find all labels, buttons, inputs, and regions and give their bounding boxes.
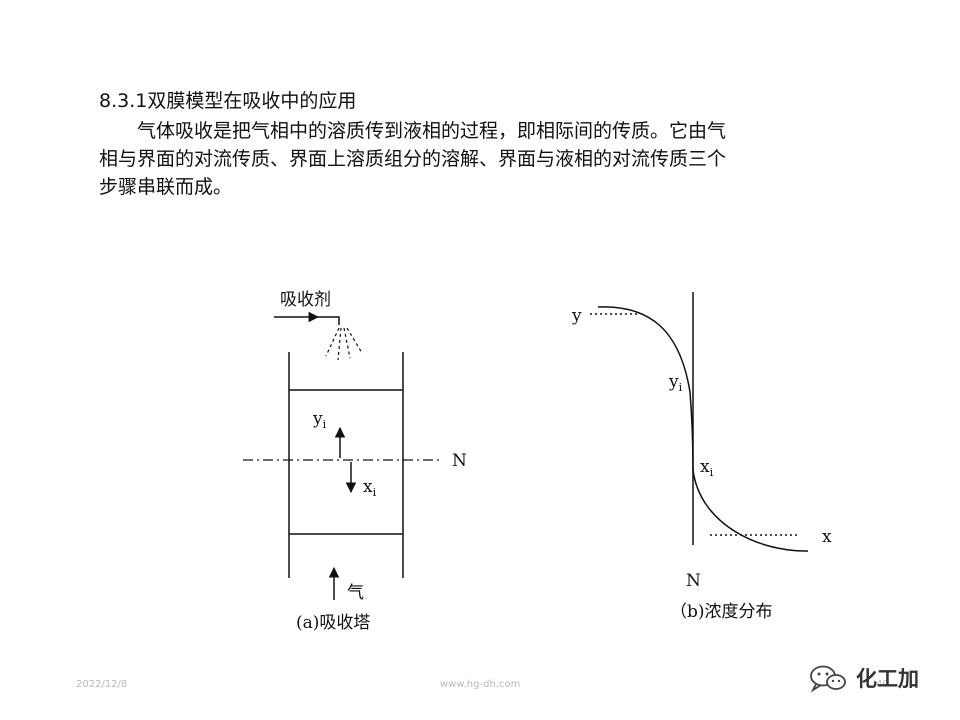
watermark-text: 化工加 [856, 667, 919, 691]
watermark: 化工加 [808, 662, 919, 694]
paragraph-line-1: 气体吸收是把气相中的溶质传到液相的过程，即相际间的传质。它由气 [137, 120, 727, 142]
profile-xi-label: xi [700, 457, 714, 479]
profile-x-label: x [822, 527, 832, 547]
spray-icon [325, 327, 363, 361]
profile-yi-label: yi [668, 372, 683, 394]
footer-page-number: 40 [876, 679, 889, 690]
profile-y-label: y [571, 306, 582, 326]
tower-xi-label: xi [363, 477, 377, 499]
concentration-profile: y yi xi x N （b)浓度分布 [571, 292, 832, 622]
absorbent-label: 吸收剂 [280, 290, 331, 310]
gas-label: 气 [347, 583, 364, 603]
footer-date: 2022/12/8 [76, 679, 128, 690]
tower-yi-label: yi [312, 409, 327, 431]
liquid-film-curve [692, 469, 809, 552]
gas-film-curve [597, 306, 694, 471]
absorbent-pipe [318, 316, 340, 325]
paragraph-line-2: 相与界面的对流传质、界面上溶质组分的溶解、界面与液相的对流传质三个 [99, 148, 727, 170]
wechat-icon [810, 665, 846, 693]
tower-n-label: N [452, 451, 467, 471]
absorption-tower: 吸收剂 yi xi N 气 (a)吸收塔 [243, 290, 467, 633]
body-paragraph: 气体吸收是把气相中的溶质传到液相的过程，即相际间的传质。它由气 相与界面的对流传… [99, 117, 899, 201]
section-heading: 8.3.1双膜模型在吸收中的应用 [99, 90, 357, 112]
profile-n-label: N [686, 571, 701, 591]
caption-b: （b)浓度分布 [670, 602, 773, 622]
footer-url: www.hg-dh.com [440, 679, 521, 690]
paragraph-line-3: 步骤串联而成。 [99, 176, 233, 198]
caption-a: (a)吸收塔 [296, 613, 370, 633]
